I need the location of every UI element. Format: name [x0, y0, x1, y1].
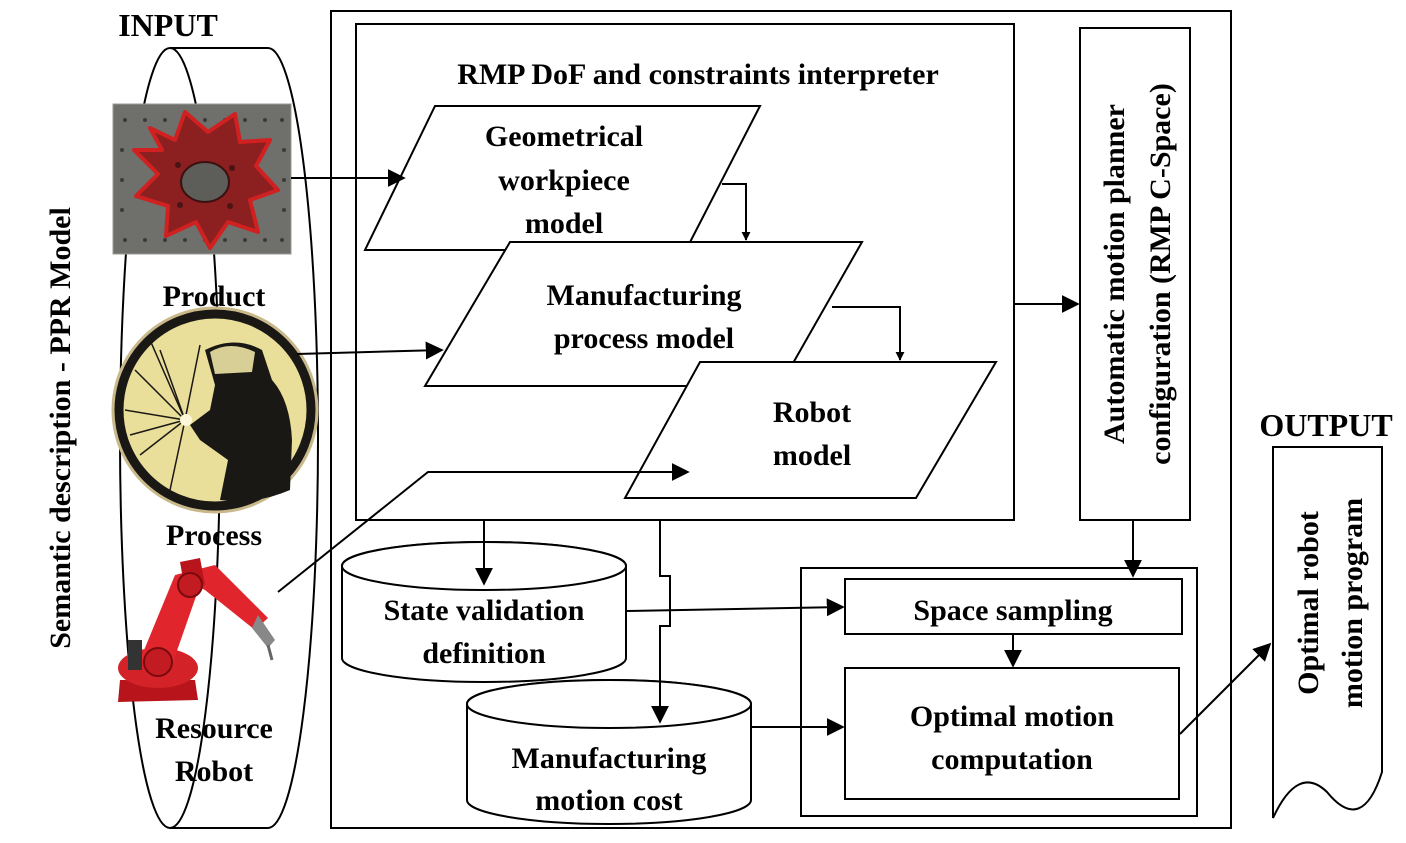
planner-line2: configuration (RMP C-Space): [1144, 83, 1177, 465]
motion-cost-line1: Manufacturing: [512, 742, 707, 775]
robot-image: [118, 558, 275, 702]
arrow-interp-to-cost: [651, 520, 671, 724]
space-sampling-label: Space sampling: [913, 594, 1112, 627]
output-document: [1272, 446, 1383, 819]
interpreter-title: RMP DoF and constraints interpreter: [457, 58, 939, 91]
robot-model: [623, 361, 998, 499]
arrow-to-output: [1179, 642, 1272, 735]
geometrical-line3: model: [525, 207, 603, 240]
robot-model-line2: model: [773, 439, 851, 472]
interpreter-box: [355, 23, 1015, 521]
optimal-line2: computation: [931, 743, 1093, 776]
output-line1: Optimal robot: [1292, 511, 1325, 695]
process-label: Process: [166, 519, 262, 552]
planner-line1: Automatic motion planner: [1098, 104, 1131, 444]
arrow-state-to-sampling: [625, 598, 845, 617]
input-title: INPUT: [118, 7, 218, 43]
arrow-geom-to-manuf: [722, 183, 751, 241]
ppr-model-label: Semantic description - PPR Model: [44, 207, 77, 649]
output-line2: motion program: [1336, 498, 1369, 708]
arrow-manuf-to-robot: [832, 306, 905, 361]
arrow-resource: [277, 463, 690, 593]
motion-cost-line2: motion cost: [535, 784, 682, 817]
computation-group: [800, 567, 1198, 817]
process-image: [111, 306, 319, 514]
system-frame: [330, 10, 1232, 829]
motion-cost-store: [466, 679, 752, 825]
robot-label: Robot: [175, 755, 253, 788]
geometrical-line1: Geometrical: [485, 120, 643, 153]
manufacturing-line2: process model: [554, 322, 734, 355]
arrow-process: [296, 341, 444, 360]
manufacturing-line1: Manufacturing: [547, 279, 742, 312]
robot-model-line1: Robot: [773, 396, 851, 429]
state-validation-line2: definition: [422, 637, 546, 670]
optimal-line1: Optimal motion: [910, 700, 1114, 733]
motion-planner-box: [1079, 27, 1191, 521]
resource-label: Resource: [155, 712, 273, 745]
state-validation-line1: State validation: [384, 594, 585, 627]
output-title: OUTPUT: [1259, 407, 1392, 443]
product-image: [112, 103, 292, 255]
optimal-computation-box: [844, 667, 1180, 800]
geometrical-line2: workpiece: [498, 164, 630, 197]
